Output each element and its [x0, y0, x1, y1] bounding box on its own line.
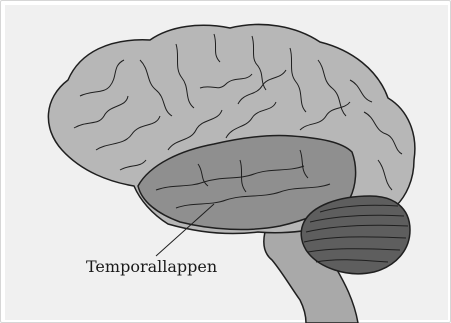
- temporal-lobe-label: Temporallappen: [86, 257, 217, 276]
